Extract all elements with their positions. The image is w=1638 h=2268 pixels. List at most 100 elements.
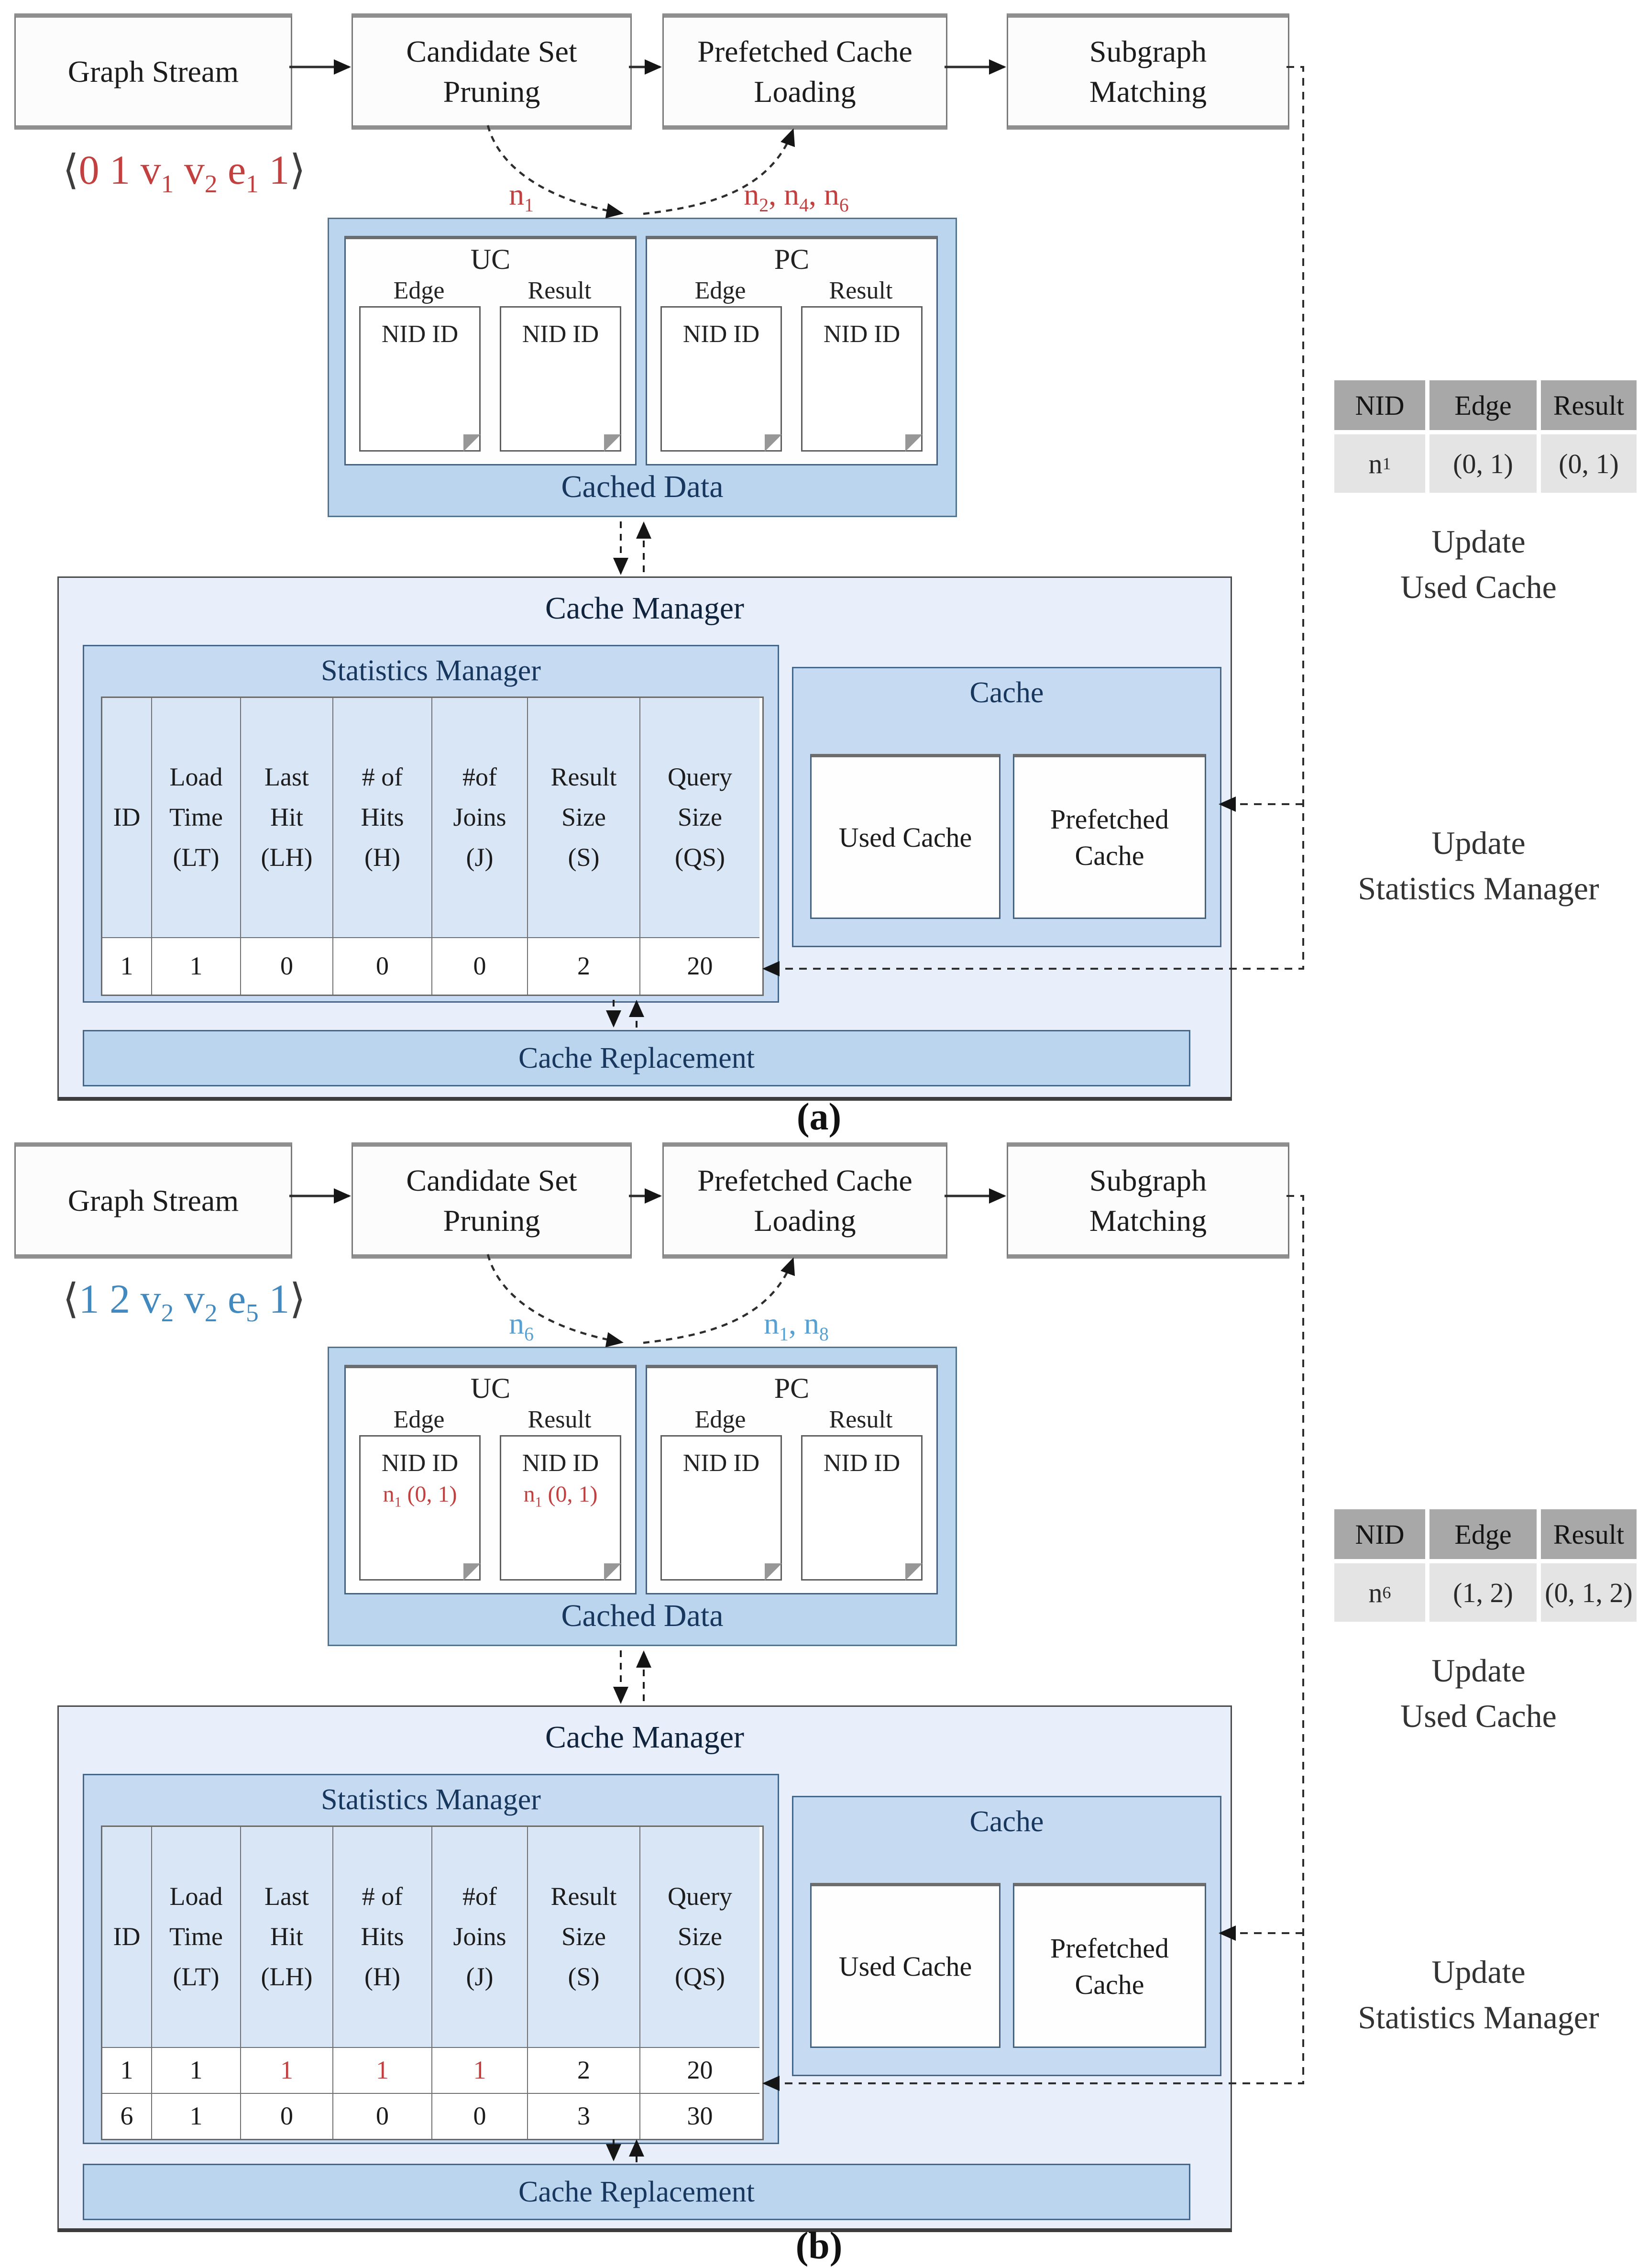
stream-tuple: ⟨1 2 v2 v2 e5 1⟩ [29,1275,340,1328]
table-cell: ID [102,698,152,938]
used-cache-label: Used Cache [838,821,972,853]
edge-header: Edge [1429,1509,1537,1559]
table-cell: 1 [102,938,152,995]
cache-replacement-bar: Cache Replacement [83,1030,1190,1086]
table-cell: 2 [528,2048,640,2094]
uc-result-document-icon: NID ID n1 (0, 1) [500,1435,621,1581]
pc-edge-label: Edge [694,277,746,304]
cache-replacement-label: Cache Replacement [518,2175,755,2208]
subgraph-matching-box: Subgraph Matching [1007,1142,1289,1259]
nid-header: NID [1334,380,1425,430]
cache-replacement-label: Cache Replacement [518,1041,755,1074]
graph-stream-label: Graph Stream [67,54,239,89]
cached-data-title: Cached Data [561,1598,724,1633]
used-cache-box: Used Cache [810,1883,1000,2048]
pruned-node-label: n6 [509,1306,534,1345]
pc-result-document-icon: NID ID [801,1435,923,1581]
table-cell: 30 [687,2102,713,2131]
prefetched-cache-loading-label: Prefetched Cache Loading [697,34,912,109]
tuple-close-bracket: ⟩ [289,1276,306,1322]
prefetched-cache-box: Prefetched Cache [1013,754,1206,919]
cache-title: Cache [969,1805,1044,1838]
candidate-set-pruning-box: Candidate Set Pruning [352,13,632,130]
cached-data-box: UC Edge Result NID ID NID ID PC Edge Res… [328,218,957,517]
tuple-open-bracket: ⟨ [63,1276,79,1322]
edge-value: (1, 2) [1429,1563,1537,1622]
uc-result-label: Result [528,1406,592,1433]
figure-b: Graph Stream Candidate Set Pruning Prefe… [0,1129,1638,2267]
doc-heading: NID ID [823,1449,901,1477]
table-cell: Query Size (QS) [640,1827,759,2048]
cache-title: Cache [969,676,1044,709]
result-value: (0, 1, 2) [1541,1563,1637,1622]
prefetched-cache-loading-label: Prefetched Cache Loading [697,1163,912,1238]
table-cell: 1 [102,2048,152,2094]
tuple-body: 1 2 v2 v2 e5 1 [78,1276,290,1328]
table-cell: Load Time (LT) [152,1827,241,2048]
table-cell: 0 [432,938,528,995]
table-cell: 1 [241,2048,333,2094]
cached-data-title: Cached Data [561,469,724,504]
doc-heading: NID ID [682,1449,760,1477]
uc-edge-document-icon: NID ID n1 (0, 1) [359,1435,481,1581]
table-cell: 3 [528,2094,640,2139]
prefetched-cache-panel: PC Edge Result NID ID NID ID [646,1365,938,1594]
prefetched-cache-panel: PC Edge Result NID ID NID ID [646,236,938,465]
candidate-set-pruning-label: Candidate Set Pruning [406,34,577,109]
doc-heading: NID ID [381,321,459,348]
prefetched-cache-loading-box: Prefetched Cache Loading [662,1142,947,1259]
table-cell: Query Size (QS) [640,698,759,938]
uc-result-document-icon: NID ID [500,306,621,452]
uc-title: UC [470,243,511,275]
table-cell: 6 [102,2094,152,2139]
table-cell: 0 [241,2094,333,2139]
pc-result-label: Result [829,277,893,304]
prefetched-nodes-label: n1, n8 [764,1306,829,1345]
pruned-node-label: n1 [509,177,534,216]
uc-result-label: Result [528,277,592,304]
table-cell: ID [102,1827,152,2048]
uc-title: UC [470,1372,511,1404]
prefetched-cache-box: Prefetched Cache [1013,1883,1206,2048]
prefetched-cache-loading-box: Prefetched Cache Loading [662,13,947,130]
table-cell: Result Size (S) [528,698,640,938]
table-cell: 0 [432,2094,528,2139]
doc-heading: NID ID [522,321,599,348]
table-cell: 0 [333,2094,432,2139]
doc-entry: n1 (0, 1) [523,1482,598,1510]
subgraph-matching-label: Subgraph Matching [1089,34,1207,109]
pc-title: PC [774,1372,810,1404]
doc-heading: NID ID [381,1449,459,1477]
doc-heading: NID ID [823,321,901,348]
statistics-manager-title: Statistics Manager [321,1783,541,1816]
table-cell: # of Hits (H) [333,1827,432,2048]
cache-replacement-bar: Cache Replacement [83,2164,1190,2220]
prefetched-cache-label: Prefetched Cache [1050,1933,1169,2000]
table-cell: 1 [333,2048,432,2094]
update-used-cache-note: Update Used Cache [1400,1652,1557,1735]
cache-box: Cache Used Cache Prefetched Cache [792,1796,1221,2076]
update-statistics-manager-note: Update Statistics Manager [1358,1954,1599,2036]
doc-heading: NID ID [682,321,760,348]
table-cell: Load Time (LT) [152,698,241,938]
table-cell: Last Hit (LH) [241,1827,333,2048]
table-cell: # of Hits (H) [333,698,432,938]
nid-header: NID [1334,1509,1425,1559]
subgraph-matching-label: Subgraph Matching [1089,1163,1207,1238]
table-cell: 2 [528,938,640,995]
